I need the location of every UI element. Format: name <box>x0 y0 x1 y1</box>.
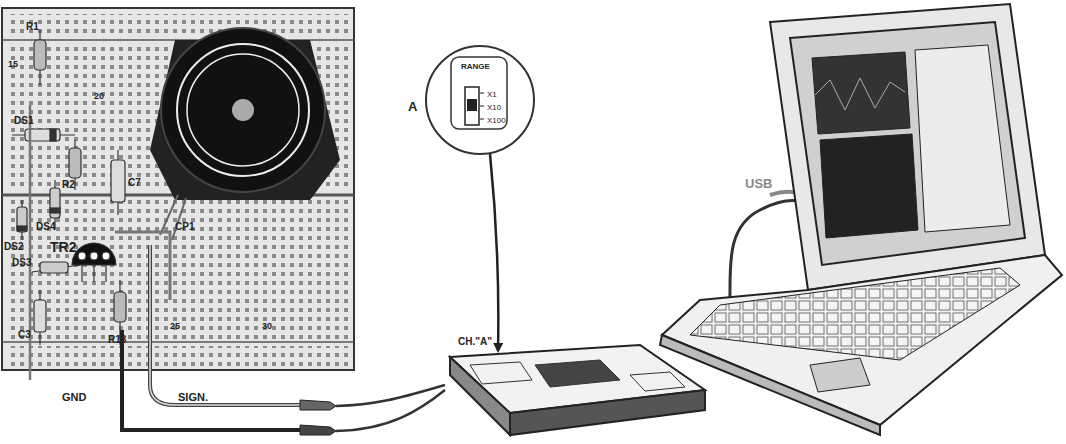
scope-panel <box>630 372 685 391</box>
port-name: USB <box>745 177 772 190</box>
laptop <box>660 4 1062 435</box>
switch-tick <box>480 93 484 94</box>
part-label: R2 <box>62 180 75 190</box>
oscilloscope-box: CH."A" <box>440 335 710 440</box>
part-label: DS1 <box>14 116 33 126</box>
part-label: TR2 <box>50 240 76 254</box>
signal-name: GND <box>62 392 86 403</box>
range-option: X10 <box>487 104 501 112</box>
signal-name: SIGN. <box>178 392 208 403</box>
column-number: 30 <box>262 322 272 331</box>
range-option: X1 <box>487 91 497 99</box>
buzzer-symbol <box>150 28 340 240</box>
switch-tick <box>480 106 484 107</box>
part-label: R1 <box>26 22 39 32</box>
switch-tick <box>480 119 484 120</box>
scope-panel <box>470 362 532 384</box>
scope-panel <box>535 360 620 387</box>
part-label: DS2 <box>4 242 23 252</box>
part-label: DS3 <box>12 258 31 268</box>
callout-arrow <box>490 154 498 351</box>
scope-outline <box>440 335 710 440</box>
part-label: DS4 <box>36 222 55 232</box>
range-switch <box>425 45 535 155</box>
part-label: C7 <box>128 178 141 188</box>
switch-slider <box>467 99 477 111</box>
panel-outline <box>451 57 507 129</box>
switch-body <box>465 87 479 125</box>
channel-label: CH."A" <box>458 337 492 347</box>
breadboard <box>2 8 354 370</box>
range-heading: RANGE <box>461 63 490 71</box>
part-label: R18 <box>108 335 126 345</box>
probe-wires <box>122 245 445 435</box>
callout-letter: A <box>408 100 417 113</box>
range-option: X100 <box>487 117 506 125</box>
column-number: 20 <box>94 92 104 101</box>
scope-side <box>450 357 510 435</box>
part-label: CP1 <box>175 222 194 232</box>
components <box>12 30 170 380</box>
column-number: 25 <box>170 322 180 331</box>
callout-circle: RANGE X1X10X100 <box>425 45 535 155</box>
scope-front <box>510 390 705 435</box>
column-number: 15 <box>8 60 18 69</box>
part-label: C3 <box>18 330 31 340</box>
